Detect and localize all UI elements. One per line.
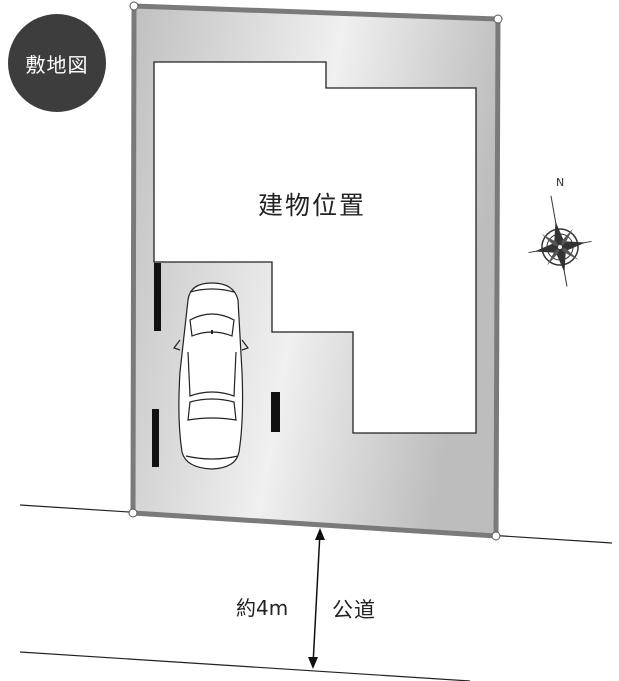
- compass-rose-icon: [528, 195, 592, 287]
- corner-marker: [491, 531, 501, 541]
- corner-marker: [128, 508, 138, 518]
- parking-bumper: [152, 409, 159, 467]
- page-title: 敷地図: [25, 52, 89, 77]
- building-position-label: 建物位置: [258, 191, 367, 220]
- road-width-label: 約4m: [236, 596, 289, 620]
- north-label: N: [556, 176, 565, 189]
- corner-marker: [129, 1, 139, 11]
- parking-bumper: [154, 263, 161, 331]
- corner-marker: [493, 14, 503, 24]
- title-badge: 敷地図: [8, 14, 106, 112]
- building-footprint: [153, 61, 477, 434]
- car-icon: [173, 282, 249, 470]
- public-road-label: 公道: [332, 598, 376, 622]
- road-edge-bottom: [19, 651, 471, 681]
- parking-bumper: [271, 392, 280, 432]
- road-width-dimension: [308, 528, 325, 669]
